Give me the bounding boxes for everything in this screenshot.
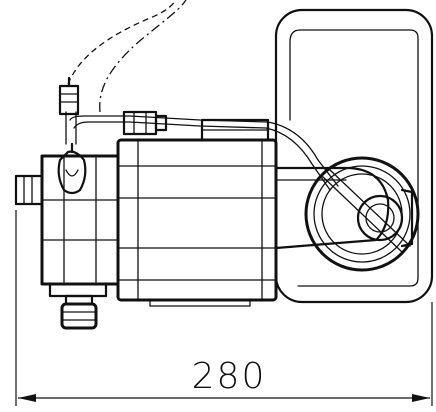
bottom-knob (60, 294, 98, 330)
coupling (304, 156, 420, 272)
junction-block (200, 118, 270, 142)
dimension-extension-lines (15, 210, 433, 406)
dimension-line (18, 394, 430, 402)
dimension-value: 280 (192, 356, 267, 397)
spring-clamp (57, 142, 87, 195)
motor-body (116, 138, 278, 307)
right-arrowhead (412, 394, 430, 402)
cable-dashed-lines (67, 0, 187, 113)
cable-connector (122, 110, 168, 136)
sensor (58, 76, 80, 116)
mounting-plate (274, 8, 434, 304)
shaft-extension (274, 166, 390, 250)
left-arrowhead (18, 394, 36, 402)
left-shaft (14, 174, 44, 206)
gearbox-housing (40, 154, 120, 298)
cable-bundle (65, 111, 339, 191)
